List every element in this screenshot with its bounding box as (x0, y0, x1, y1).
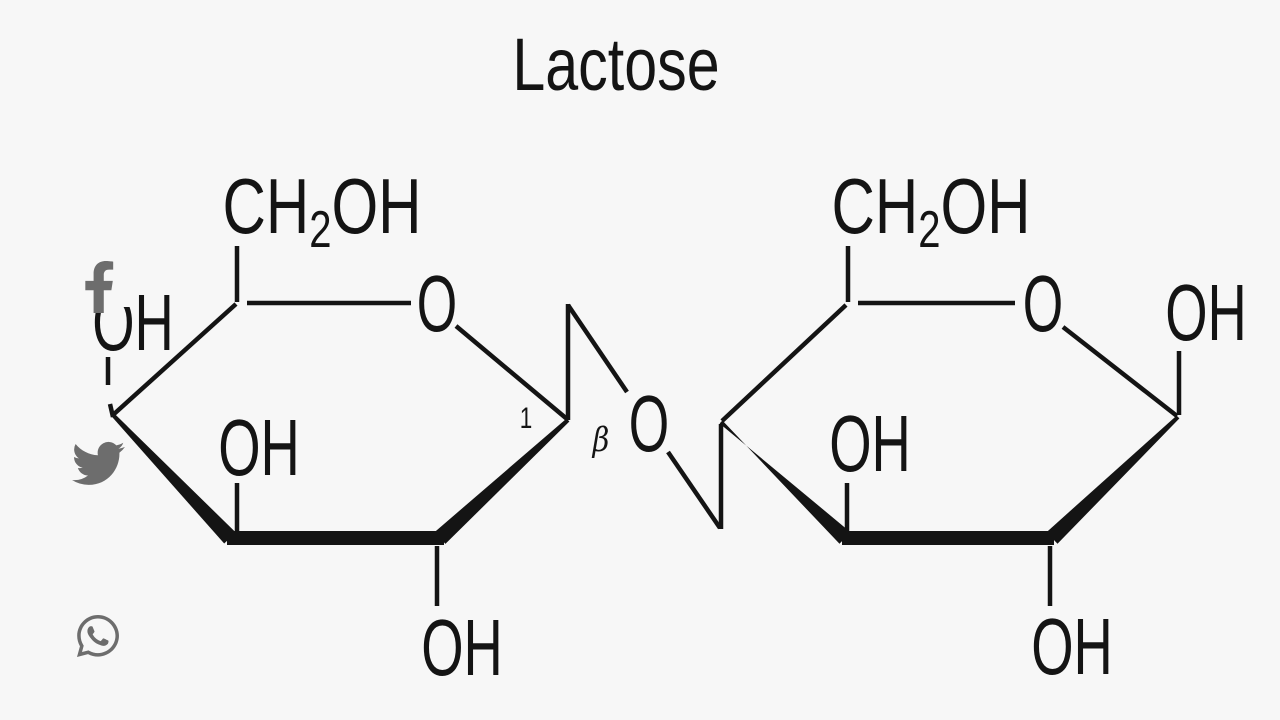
wedge-bond-c1-c2-left (434, 418, 570, 544)
whatsapp-icon[interactable] (77, 614, 119, 657)
left-ch2oh-sub: 2 (309, 200, 331, 258)
bond-O-to-bend (666, 450, 722, 530)
anomeric-carbon-number: 1 (520, 401, 533, 435)
glycosidic-oxygen-label: O (629, 380, 669, 469)
wedge-bond-c1-c2-right (1046, 415, 1180, 544)
right-ring-oxygen-label: O (1023, 260, 1063, 349)
right-ch2oh-main: CH (831, 162, 918, 249)
right-c1-hydroxyl-label: OH (1165, 269, 1247, 358)
wedge-bond-c4-c3-left (111, 413, 236, 544)
left-c2-hydroxyl-label: OH (421, 604, 503, 693)
bold-front-edge-right (842, 531, 1054, 545)
beta-anomer-symbol: β (592, 421, 610, 460)
right-c2-hydroxyl-label: OH (1031, 603, 1113, 692)
right-ch2oh-sub: 2 (918, 200, 940, 258)
right-ring-bonds (719, 246, 1182, 606)
right-c3-hydroxyl-label: OH (829, 400, 911, 489)
left-ring-oxygen-label: O (417, 260, 457, 349)
left-ring-bonds (105, 246, 570, 606)
right-ch2oh-label: CH2OH (831, 162, 1030, 258)
page-title: Lactose (512, 24, 719, 107)
left-ch2oh-tail: OH (331, 162, 421, 249)
twitter-icon[interactable] (72, 441, 125, 485)
bold-front-edge-left (227, 531, 444, 545)
facebook-icon[interactable] (85, 261, 114, 314)
wedge-bond-c4-c3-right (719, 420, 851, 544)
left-c3-hydroxyl-label: OH (218, 404, 300, 493)
bond-peak-to-O (566, 303, 629, 394)
bond-c4-c5-right (720, 303, 848, 423)
right-ch2oh-tail: OH (940, 162, 1030, 249)
left-ch2oh-label: CH2OH (222, 162, 421, 258)
bond-c4-c5-left (112, 302, 238, 416)
bond-ringO-c1-left (454, 324, 569, 421)
left-ch2oh-main: CH (222, 162, 309, 249)
bond-c4-oh-left-stub (107, 403, 116, 418)
bond-ringO-c1-right (1061, 325, 1179, 418)
glycosidic-bonds (565, 303, 724, 530)
